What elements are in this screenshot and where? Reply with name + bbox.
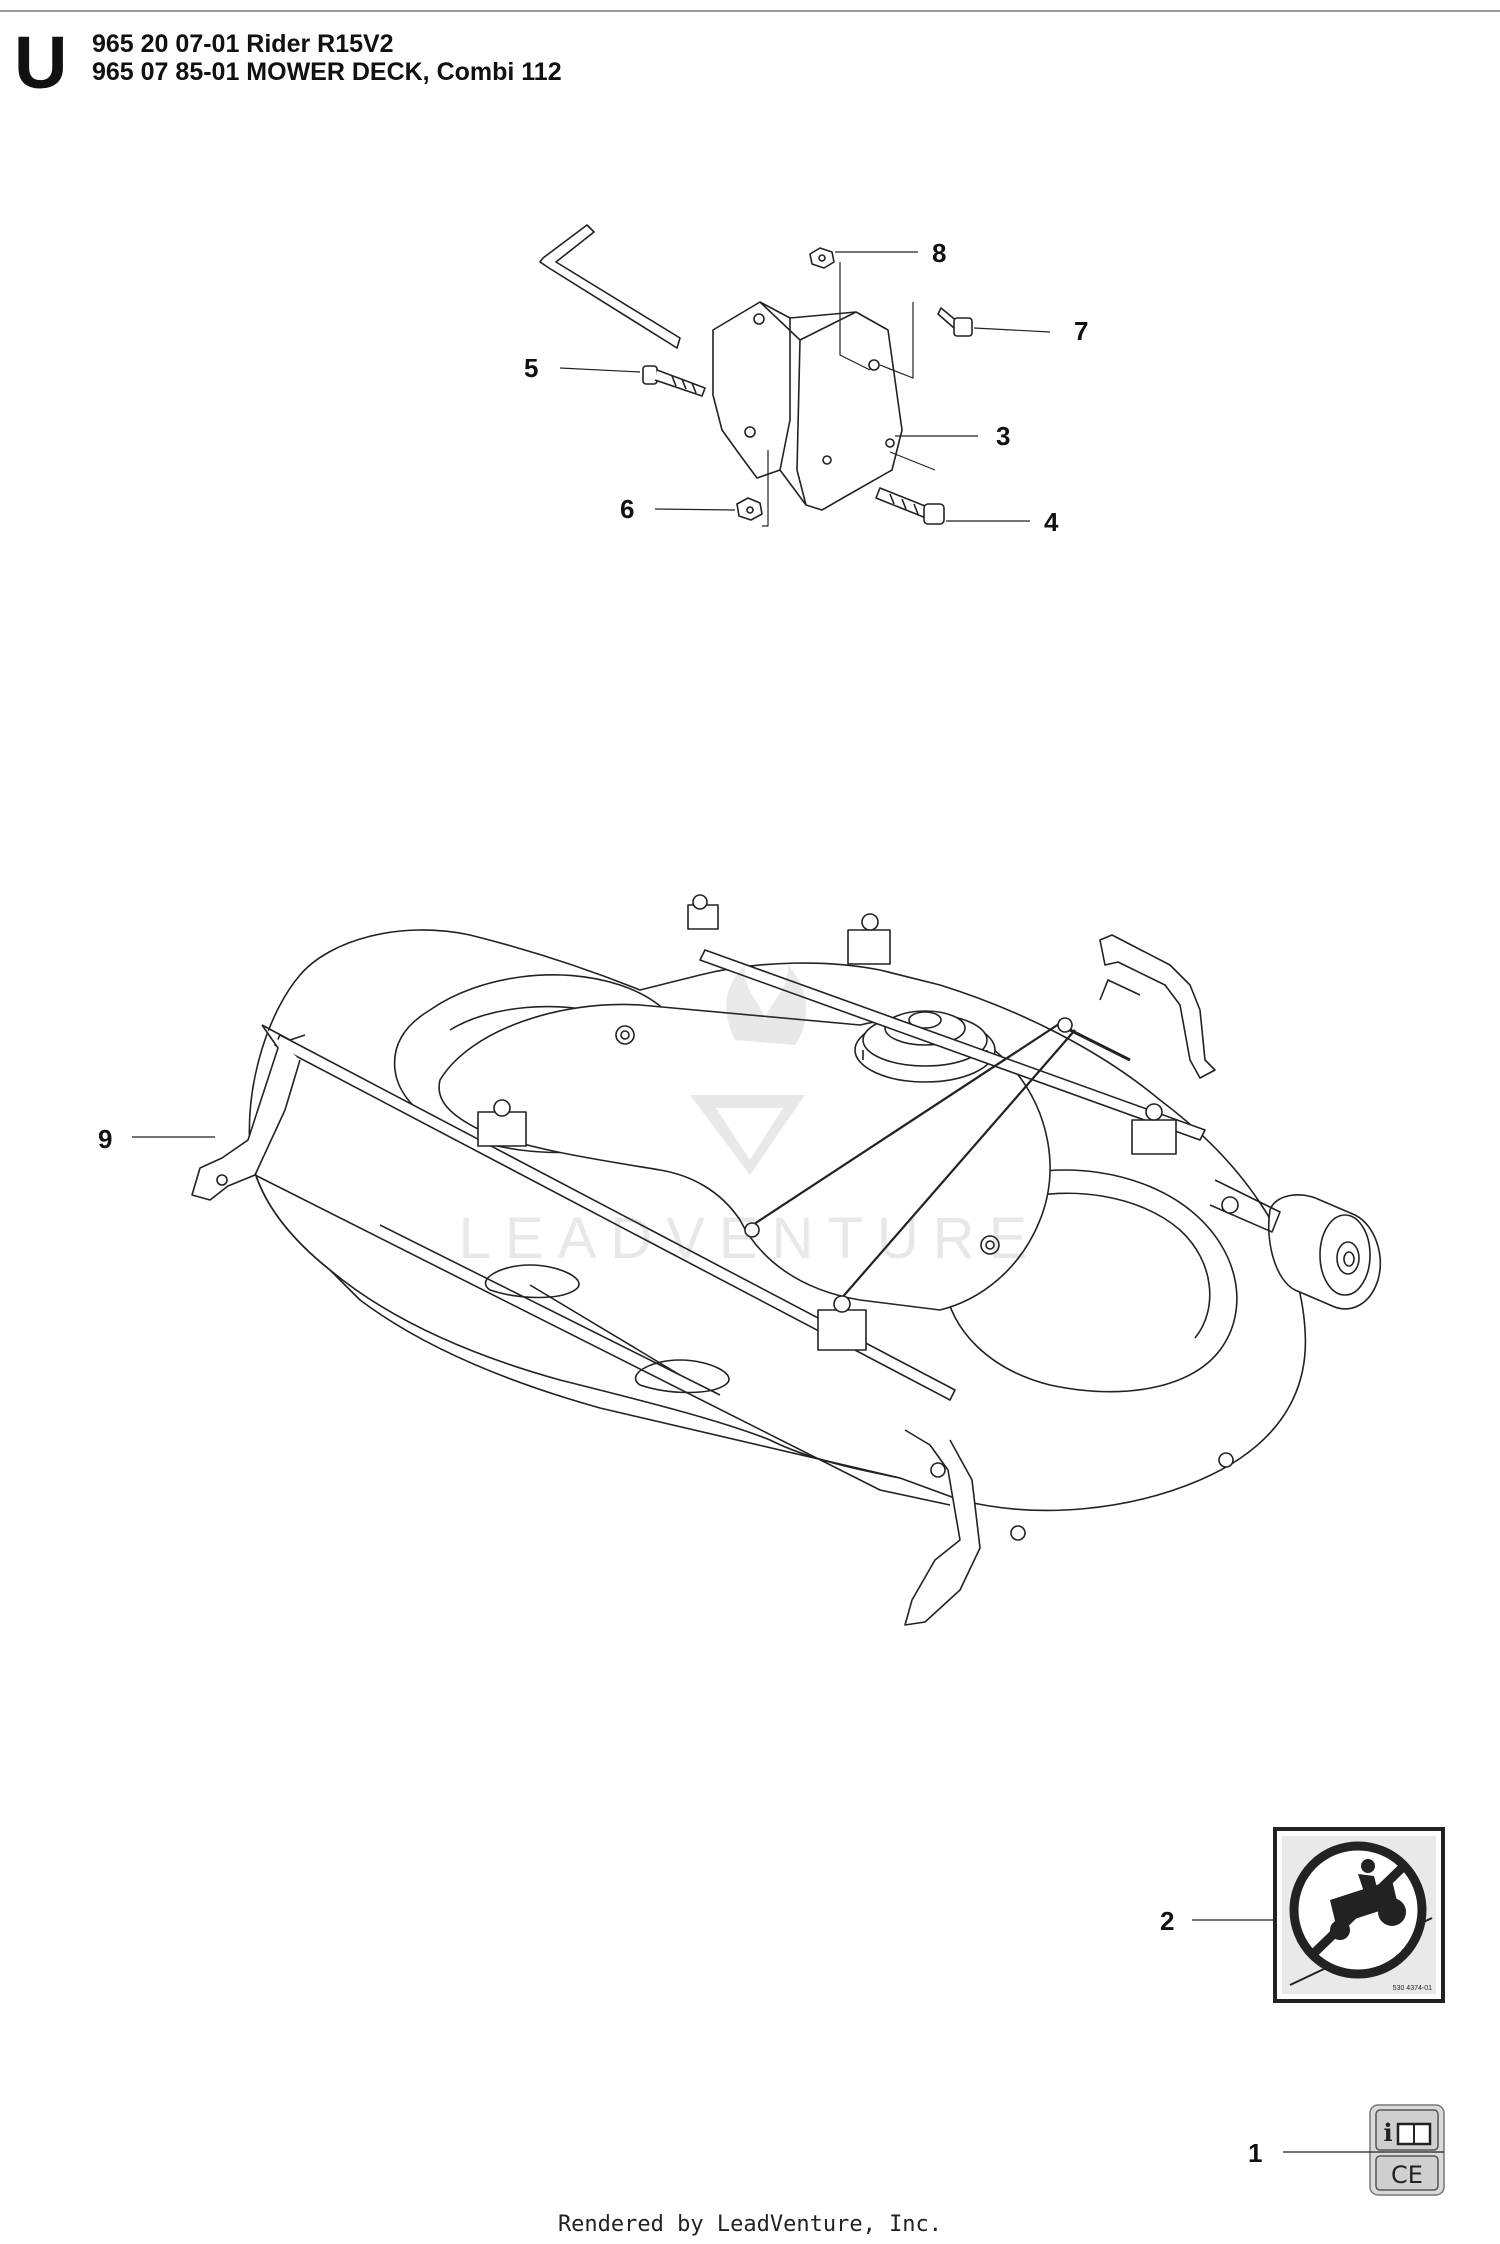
callout-8: 8 [932,238,947,268]
mower-deck [132,894,1382,1626]
front-hanger-right [904,1429,981,1626]
callout-5: 5 [524,353,539,383]
pivot-block-1 [477,1099,527,1147]
info-icon: i [1383,2118,1392,2147]
callout-2: 2 [1160,1906,1175,1936]
model-title: 965 20 07-01 Rider R15V2 [92,30,394,58]
bracket-plate-left [712,301,791,479]
section-letter: U [14,21,68,104]
nut-6 [736,497,763,521]
callout-6: 6 [620,494,635,524]
callout-7: 7 [1074,316,1089,346]
pivot-block-4 [1131,1103,1177,1155]
rear-tube [699,949,1206,1141]
deck-front-skirt [249,1149,901,1479]
callout-4: 4 [1044,507,1059,537]
assembly-title: 965 07 85-01 MOWER DECK, Combi 112 [92,58,562,86]
lift-rod [539,224,681,349]
watermark: LEADVENTURE [459,965,1042,1271]
callout-3: 3 [996,421,1011,451]
anti-scalp-roller [1209,1179,1382,1310]
header-rule [0,10,1500,12]
bracket-plate-right [796,311,903,511]
pivot-block-3 [847,913,891,965]
rear-guard [1099,934,1216,1079]
pivot-block-5 [687,894,719,930]
info-decal-1: i CE [1369,2104,1445,2196]
spring [1069,1028,1131,1062]
lift-bar [274,1034,956,1401]
bracket-assembly [539,224,1051,527]
bolt-7 [937,307,973,337]
bolt-4 [875,487,945,525]
nut-8 [809,247,835,269]
callout-1: 1 [1248,2138,1263,2168]
ce-mark: CE [1391,2161,1423,2189]
tension-rod-a [744,1019,1066,1231]
footer-credit: Rendered by LeadVenture, Inc. [557,2212,943,2237]
warning-decal-2: 530 4374-01 [1273,1827,1445,2003]
callout-9: 9 [98,1124,113,1154]
pivot-block-2 [817,1295,867,1351]
watermark-text: LEADVENTURE [459,1206,1042,1271]
tension-rod-b [839,1029,1076,1301]
decal-code: 530 4374-01 [1393,1985,1432,1992]
bolt-5 [642,365,706,397]
front-hanger-left [191,1024,306,1201]
